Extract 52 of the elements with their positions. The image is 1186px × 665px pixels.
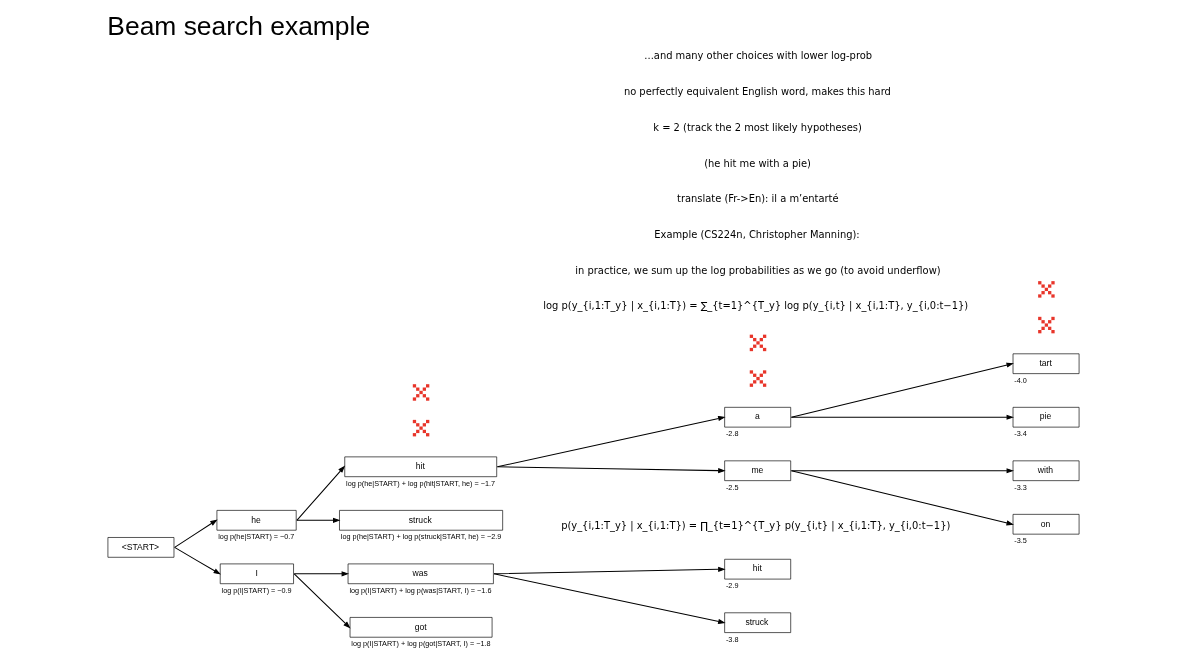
node-box: hit	[343, 456, 497, 477]
node-box: was	[347, 563, 494, 585]
arrow	[293, 573, 351, 629]
arrow	[790, 468, 1014, 474]
node-box: struck	[723, 612, 791, 633]
label: ...and many other choices with lower log-prob	[643, 50, 872, 62]
arrow	[293, 571, 349, 577]
node-box: tart	[1012, 353, 1079, 374]
label: Example (CS224n, Christopher Manning):	[653, 228, 860, 240]
node-label: -2.8	[725, 429, 738, 439]
node-label: log p(I|START) = −0.9	[221, 585, 292, 595]
label: in practice, we sum up the log probabilities as we go (to avoid underflow)	[574, 264, 941, 276]
arrow	[173, 546, 221, 575]
label: k = 2 (track the 2 most likely hypotheses)	[652, 121, 862, 133]
arrow	[496, 466, 726, 474]
arrow	[173, 519, 218, 548]
label: p(y_{i,1:T_y} | x_{i,1:T}) = ∏_{t=1}^{T_y} p(y_{i,t} | x_{i,1:T}, y_{i,0:t−1})	[560, 519, 950, 531]
arrow	[493, 573, 726, 624]
node-box: hit	[723, 558, 791, 580]
node-label: log p(I|START) + log p(was|START, I) = −1.6	[348, 585, 491, 595]
node-box: <START>	[107, 537, 174, 558]
node-label: -2.5	[725, 482, 738, 492]
node-label: -3.4	[1013, 429, 1027, 439]
label: (he hit me with a pie)	[703, 157, 811, 169]
node-label: log p(he|START) + log p(hit|START, he) = −1.7	[345, 478, 495, 488]
node-box: a	[723, 407, 791, 428]
node-box: got	[349, 617, 492, 638]
node-box: I	[219, 563, 294, 585]
arrow	[790, 362, 1014, 418]
label: no perfectly equivalent English word, makes this hard	[623, 86, 891, 98]
node-label: log p(he|START) = −0.7	[217, 532, 294, 542]
node-box: on	[1012, 514, 1079, 535]
node-label: -2.9	[725, 581, 738, 591]
label: log p(y_{i,1:T_y} | x_{i,1:T}) = ∑_{t=1}^{T_y} log p(y_{i,t} | x_{i,1:T}, y_{i,0:t−1})	[542, 300, 968, 312]
arrow	[790, 414, 1014, 420]
node-box: pie	[1012, 407, 1079, 428]
arrow	[295, 465, 345, 521]
label: translate (Fr->En): il a m’entarté	[676, 193, 839, 205]
node-label: log p(he|START) + log p(struck|START, he) = −2.9	[340, 532, 501, 542]
diagram-title: Beam search example	[106, 10, 370, 41]
node-label: log p(I|START) + log p(got|START, I) = −1.8	[350, 639, 491, 649]
node-label: -3.5	[1013, 536, 1027, 546]
node-box: me	[723, 460, 791, 481]
node-box: with	[1012, 460, 1079, 481]
node-box: struck	[338, 510, 503, 531]
node-label: -4.0	[1013, 375, 1027, 385]
node-label: -3.3	[1013, 482, 1027, 492]
arrow	[493, 566, 726, 575]
node-label: -3.8	[725, 634, 738, 644]
arrow	[790, 470, 1014, 526]
arrow	[295, 517, 340, 523]
node-box: he	[216, 510, 297, 531]
